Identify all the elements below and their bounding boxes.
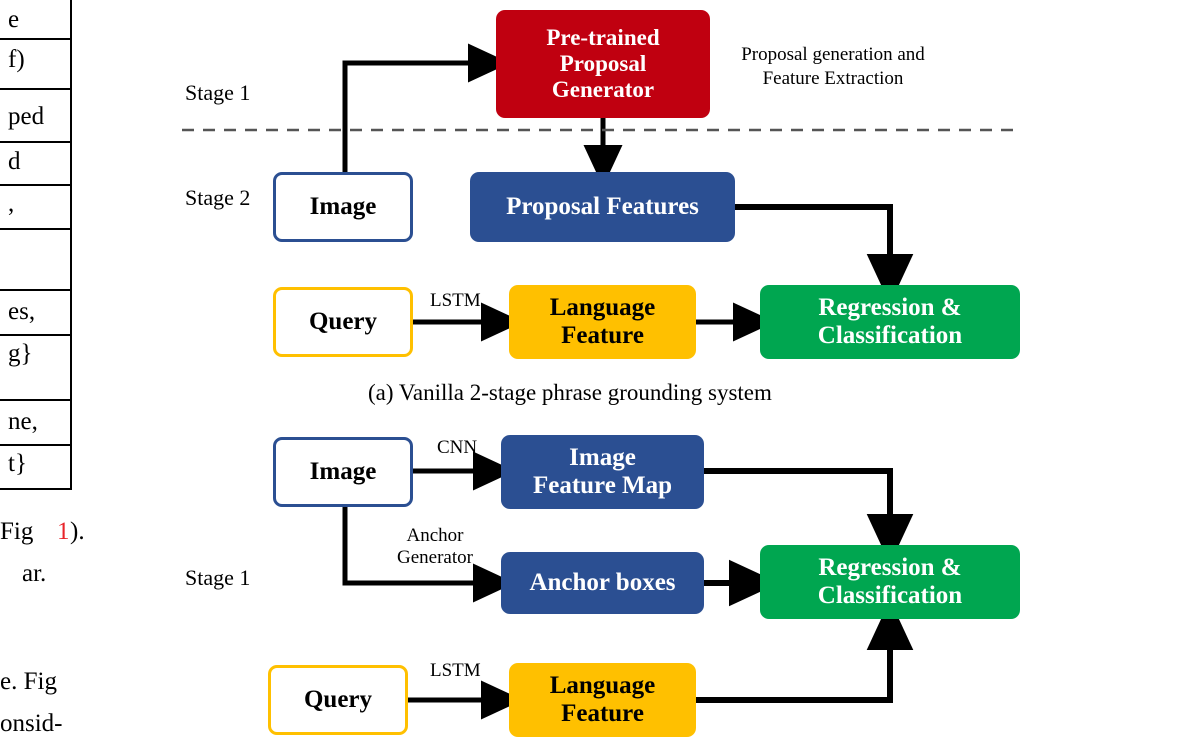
page-text-fragment: d: [8, 148, 21, 175]
node-image-a: Image: [273, 172, 413, 242]
page-text-fragment: onsid-: [0, 710, 63, 737]
subfigure-caption-a: (a) Vanilla 2-stage phrase grounding sys…: [368, 380, 772, 405]
node-language-feature-a: Language Feature: [509, 285, 696, 359]
page-text-fragment: es,: [8, 298, 36, 325]
node-image-b: Image: [273, 437, 413, 507]
page-text-fragment: f): [8, 46, 25, 73]
node-regression-classification-a: Regression & Classification: [760, 285, 1020, 359]
stage-label: Stage 1: [185, 565, 251, 590]
node-regression-classification-b: Regression & Classification: [760, 545, 1020, 619]
page-text-fragment: e: [8, 6, 20, 33]
page-text-fragment: ped: [8, 103, 45, 130]
page-text-fragment: ).: [70, 518, 85, 545]
page-text-fragment: ar.: [22, 560, 47, 587]
edge-label: Anchor Generator: [397, 525, 473, 568]
page-text-fragment: Fig: [0, 518, 34, 545]
node-language-feature-b: Language Feature: [509, 663, 696, 737]
edge-label: CNN: [437, 437, 478, 458]
node-proposal-features: Proposal Features: [470, 172, 735, 242]
stage-label: Stage 2: [185, 185, 251, 210]
node-image-feature-map: Image Feature Map: [501, 435, 704, 509]
node-query-b: Query: [268, 665, 408, 735]
edge-label: LSTM: [430, 290, 481, 311]
page-text-fragment: g}: [8, 340, 33, 367]
page-text-fragment: ne,: [8, 408, 38, 435]
page-text-fragment: t}: [8, 450, 27, 477]
node-proposal-generator: Pre-trained Proposal Generator: [496, 10, 710, 118]
edge-label: LSTM: [430, 660, 481, 681]
page-text-fragment: ,: [8, 190, 15, 217]
page-text-fragment: 1: [57, 518, 70, 545]
node-query-a: Query: [273, 287, 413, 357]
side-note-proposal-generation: Proposal generation and Feature Extracti…: [741, 44, 925, 89]
stage-label: Stage 1: [185, 80, 251, 105]
node-anchor-boxes: Anchor boxes: [501, 552, 704, 614]
page-text-fragment: e. Fig: [0, 668, 57, 695]
